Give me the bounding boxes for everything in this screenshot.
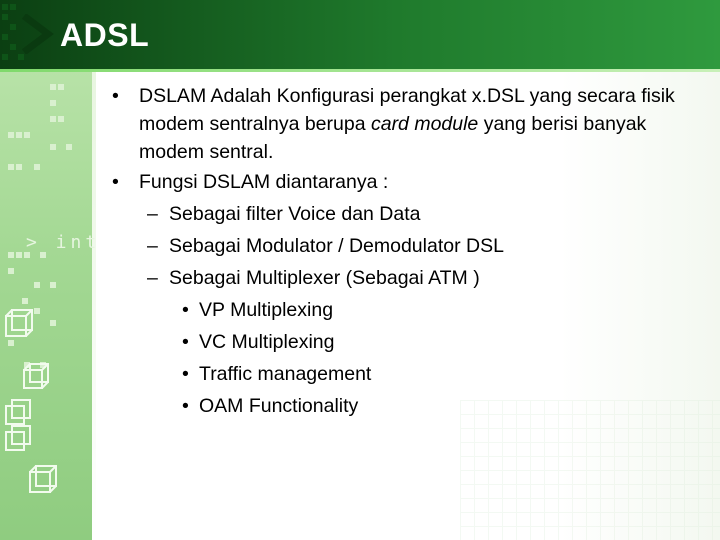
bullet-list: • DSLAM Adalah Konfigurasi perangkat x.DS… xyxy=(112,82,712,420)
bullet-text: yang berisi banyak modem sentral. xyxy=(139,113,647,163)
bullet-text: Sebagai Multiplexer (Sebagai ATM ) xyxy=(169,267,480,289)
left-decorative-band xyxy=(0,72,96,540)
bullet-level-3: • VC Multiplexing xyxy=(112,328,712,356)
bullet-marker: • xyxy=(112,85,119,107)
left-tech-decoration: > int xyxy=(5,84,100,493)
bullet-text: DSLAM Adalah Konfigurasi perangkat x.DSL… xyxy=(139,85,675,135)
bullet-text: VP Multiplexing xyxy=(199,299,334,321)
bullet-marker: • xyxy=(182,299,189,321)
title-bar: ADSL xyxy=(0,0,720,72)
bullet-level-3: • Traffic management xyxy=(112,360,712,388)
bullet-level-2: –Sebagai Modulator / Demodulator DSL xyxy=(112,232,712,260)
bullet-level-2: –Sebagai filter Voice dan Data xyxy=(112,200,712,228)
bullet-marker: • xyxy=(182,363,189,385)
bullet-level-1: • DSLAM Adalah Konfigurasi perangkat x.DS… xyxy=(112,82,712,166)
bullet-marker: • xyxy=(112,171,119,193)
bullet-marker: • xyxy=(182,395,189,417)
bullet-text-italic: card module xyxy=(370,113,479,135)
bullet-level-2: –Sebagai Multiplexer (Sebagai ATM ) xyxy=(112,264,712,292)
bullet-text: Traffic management xyxy=(199,363,372,385)
title-squares-decoration xyxy=(2,4,24,60)
bullet-marker: – xyxy=(147,235,158,257)
background-grid-pattern xyxy=(460,400,720,540)
bullet-level-3: • VP Multiplexing xyxy=(112,296,712,324)
bullet-marker: – xyxy=(147,267,158,289)
bullet-level-1: • Fungsi DSLAM diantaranya : xyxy=(112,168,712,196)
bullet-text: VC Multiplexing xyxy=(199,331,335,353)
deco-code-text: > int xyxy=(26,232,100,253)
bullet-level-3: • OAM Functionality xyxy=(112,392,712,420)
bullet-marker: • xyxy=(182,331,189,353)
bullet-text: Fungsi DSLAM diantaranya : xyxy=(139,171,389,193)
bullet-text: OAM Functionality xyxy=(199,395,359,417)
bullet-marker: – xyxy=(147,203,158,225)
bullet-text: Sebagai filter Voice dan Data xyxy=(169,203,421,225)
chevron-right-icon xyxy=(21,14,54,54)
slide-title: ADSL xyxy=(60,17,150,53)
bullet-text: Sebagai Modulator / Demodulator DSL xyxy=(169,235,504,257)
